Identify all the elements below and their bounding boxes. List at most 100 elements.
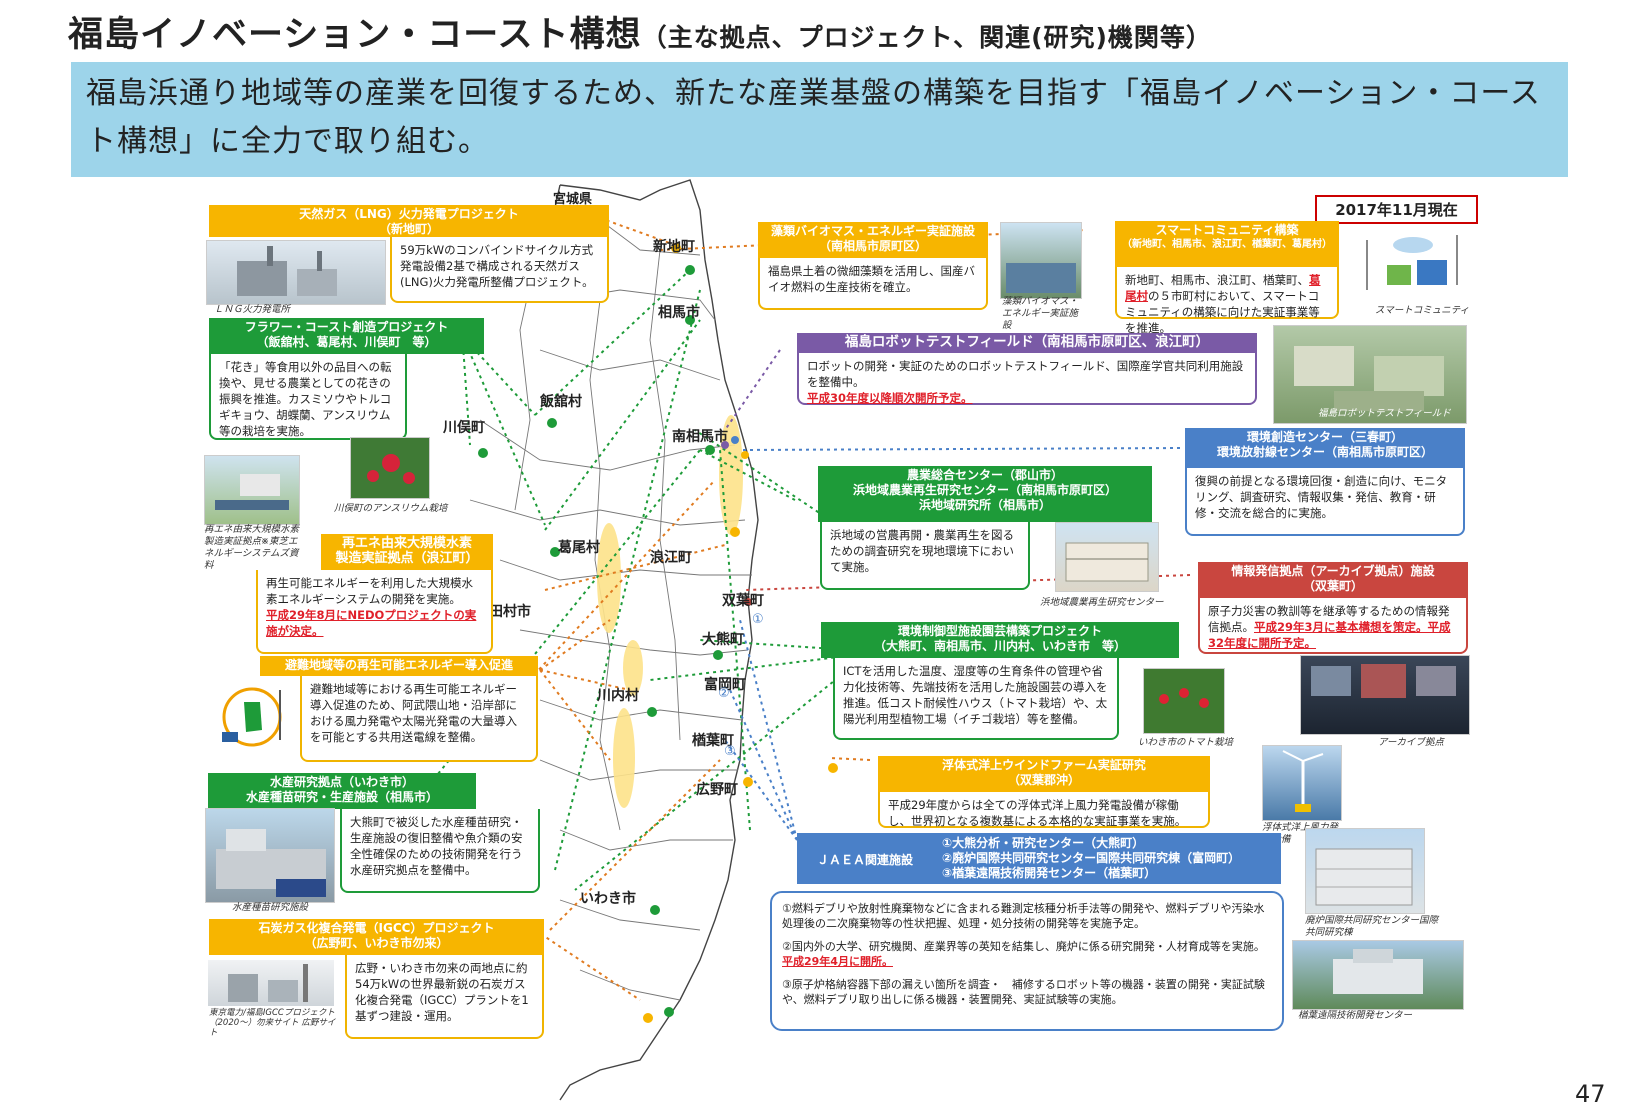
horti-project-header: 環境制御型施設園芸構築プロジェクト （大熊町、南相馬市、川内村、いわき市 等） [821,622,1179,658]
jaea-photo-2 [1292,940,1464,1010]
agri-photo-caption: 浜地域農業再生研究センター [1040,597,1164,608]
jaea-desc-2-highlight: 平成29年4月に開所。 [782,955,893,968]
renewable-description: 避難地域等における再生可能エネルギー導入促進のため、阿武隈山地・沿岸部における風… [300,676,538,762]
flower-description: 「花き」等食用以外の品目への転換や、見せる農業としての花きの振興を推進。カスミソ… [209,354,407,440]
jaea-item-2: ②廃炉国際共同研究センター国際共同研究棟（富岡町） [942,851,1241,865]
env-title: 環境創造センター（三春町） [1246,430,1403,444]
fishery-location: 水産種苗研究・生産施設（相馬市） [245,790,438,804]
hydrogen-title: 再エネ由来大規模水素 [341,536,472,551]
jaea-photo-caption-1: 廃炉国際共同研究センター国際共同研究棟 [1305,915,1439,938]
prefecture-label-miyagi: 宮城県 [553,192,593,207]
as-of-date: 2017年11月現在 [1315,195,1478,224]
site-markers [478,243,838,1023]
wind-photo [1262,745,1342,821]
robot-desc-text: ロボットの開発・実証のためのロボットテストフィールド、国際産学官共同利用施設を整… [807,359,1244,389]
fishery-project-header: 水産研究拠点（いわき市） 水産種苗研究・生産施設（相馬市） [208,773,476,809]
city-label-shinchi: 新地町 [653,239,695,255]
algae-photo [1000,222,1082,299]
env-description: 復興の前提となる環境回復・創造に向け、モニタリング、調査研究、情報収集・発信、教… [1185,468,1465,536]
city-label-tamura: 田村市 [489,604,531,620]
igcc-project-header: 石炭ガス化複合発電（IGCC）プロジェクト （広野町、いわき市勿来） [209,919,544,955]
flower-location: （飯舘村、葛尾村、川俣町 等） [256,335,437,349]
title-main: 福島イノベーション・コースト構想 [68,15,642,55]
city-label-kawamata: 川俣町 [443,420,485,436]
horti-photo-caption: いわき市のトマト栽培 [1138,737,1234,748]
city-label-namie: 浪江町 [650,550,692,566]
lng-photo [206,240,386,305]
algae-photo-caption: 藻類バイオマス・エネルギー実証施設 [1002,296,1079,331]
env-project-header: 環境創造センター（三春町） 環境放射線センター（南相馬市原町区） [1185,428,1465,468]
algae-project-header: 藻類バイオマス・エネルギー実証施設 （南相馬市原町区） [758,222,988,258]
marker-3: ③ [724,744,736,759]
jaea-item-3: ③楢葉遠隔技術開発センター（楢葉町） [942,866,1157,880]
archive-highlight: 平成29年3月に基本構想を策定。平成32年度に開所予定。 [1208,620,1451,650]
wind-project-header: 浮体式洋上ウインドファーム実証研究 （双葉郡沖） [878,756,1210,792]
igcc-description: 広野・いわき市勿来の両地点に約54万kWの世界最新鋭の石炭ガス化複合発電（IGC… [345,955,544,1039]
fishery-title: 水産研究拠点（いわき市） [269,775,414,789]
wind-title: 浮体式洋上ウインドファーム実証研究 [942,758,1146,772]
agri-photo [1055,522,1159,592]
jaea-label: ＪＡＥＡ関連施設 [817,853,914,867]
green-connectors [424,269,861,891]
horti-photo [1143,668,1225,734]
archive-desc-text: 原子力災害の教訓等を継承等するための情報発信拠点。 [1208,604,1450,634]
smart-description: 新地町、相馬市、浪江町、楢葉町、葛尾村の５市町村において、スマートコミュニティの… [1115,267,1339,335]
fishery-description: 大熊町で被災した水産種苗研究・生産施設の復旧整備や魚介類の安全性確保のための技術… [340,809,540,893]
robot-description: ロボットの開発・実証のためのロボットテストフィールド、国際産学官共同利用施設を整… [797,353,1257,405]
ellipse-katsurao [597,523,621,633]
ellipse-hirono [613,708,635,808]
fishery-photo [205,808,335,903]
page-number: 47 [1575,1080,1606,1108]
env-location: 環境放射線センター（南相馬市原町区） [1216,445,1433,459]
igcc-location: （広野町、いわき市勿来） [304,936,449,950]
city-label-tomioka: 富岡町 [704,677,746,693]
agri-location2: 浜地域研究所（相馬市） [918,498,1051,512]
municipal-borders [469,219,752,1001]
robot-highlight: 平成30年度以降順次開所予定。 [807,391,973,405]
algae-description: 福島県土着の微細藻類を活用し、国産バイオ燃料の生産技術を確立。 [758,258,988,310]
horti-description: ICTを活用した温度、湿度等の生育条件の管理や省力化技術等、先端技術を活用した施… [833,658,1119,740]
hydrogen-highlight: 平成29年8月にNEDOプロジェクトの実施が決定。 [266,608,477,638]
igcc-photo [208,960,334,1006]
archive-description: 原子力災害の教訓等を継承等するための情報発信拠点。平成29年3月に基本構想を策定… [1198,598,1468,654]
fishery-photo-caption: 水産種苗研究施設 [232,902,309,913]
hydrogen-description: 再生可能エネルギーを利用した大規模水素エネルギーシステムの開発を実施。 平成29… [256,570,493,654]
jaea-header: ＪＡＥＡ関連施設 ①大熊分析・研究センター（大熊町） ②廃炉国際共同研究センター… [797,833,1281,884]
robot-photo-caption: 福島ロボットテストフィールド [1318,408,1451,419]
orange-connectors [519,217,871,1001]
city-label-hirono: 広野町 [696,782,738,798]
page-title: 福島イノベーション・コースト構想（主な拠点、プロジェクト、関連(研究)機関等） [68,6,1212,57]
city-label-soma: 相馬市 [658,305,700,321]
city-label-iwaki: いわき市 [580,891,636,907]
algae-title: 藻類バイオマス・エネルギー実証施設 [770,224,975,238]
robot-photo [1273,325,1467,424]
archive-project-header: 情報発信拠点（アーカイブ拠点）施設 （双葉町） [1198,562,1468,598]
archive-photo-caption: アーカイブ拠点 [1378,737,1444,748]
hydrogen-location: 製造実証拠点（浪江町） [335,551,479,566]
archive-location: （双葉町） [1302,579,1363,593]
horti-location: （大熊町、南相馬市、川内村、いわき市 等） [873,639,1126,653]
smart-desc-pre: 新地町、相馬市、浪江町、楢葉町、 [1125,273,1309,287]
marker-1: ① [752,612,764,627]
igcc-title: 石炭ガス化複合発電（IGCC）プロジェクト [258,921,495,935]
agri-project-header: 農業総合センター（郡山市） 浜地域農業再生研究センター（南相馬市原町区） 浜地域… [818,466,1152,522]
jaea-item-1: ①大熊分析・研究センター（大熊町） [942,836,1145,850]
banner-background [71,62,1568,177]
city-label-iitate: 飯舘村 [540,394,582,410]
smart-title: スマートコミュニティ構築 [1155,223,1299,237]
banner-text: 福島浜通り地域等の産業を回復するため、新たな産業基盤の構築を目指す「福島イノベー… [86,76,1541,159]
jaea-desc-1: ①燃料デブリや放射性廃棄物などに含まれる難測定核種分析手法等の開発や、燃料デブリ… [782,902,1265,930]
agri-description: 浜地域の営農再開・農業再生を図るための調査研究を現地環境下において実施。 [820,522,1030,590]
agri-title: 農業総合センター（郡山市） [906,468,1063,482]
jaea-desc-3: ③原子炉格納容器下部の漏えい箇所を調査・ 補修するロボット等の機器・装置の開発・… [782,978,1265,1006]
robot-project-header: 福島ロボットテストフィールド（南相馬市原町区、浪江町） [797,333,1257,353]
smart-location: （新地町、相馬市、浪江町、楢葉町、葛尾村） [1122,239,1332,250]
jaea-description: ①燃料デブリや放射性廃棄物などに含まれる難測定核種分析手法等の開発や、燃料デブリ… [770,891,1284,1031]
algae-location: （南相馬市原町区） [818,239,927,253]
smart-project-header: スマートコミュニティ構築 （新地町、相馬市、浪江町、楢葉町、葛尾村） [1115,221,1339,267]
hydrogen-photo [204,455,300,525]
hydrogen-project-header: 再エネ由来大規模水素 製造実証拠点（浪江町） [321,534,493,570]
marker-2: ② [718,686,730,701]
lng-description: 59万kWのコンバインドサイクル方式発電設備2基で構成される天然ガス(LNG)火… [390,237,609,303]
